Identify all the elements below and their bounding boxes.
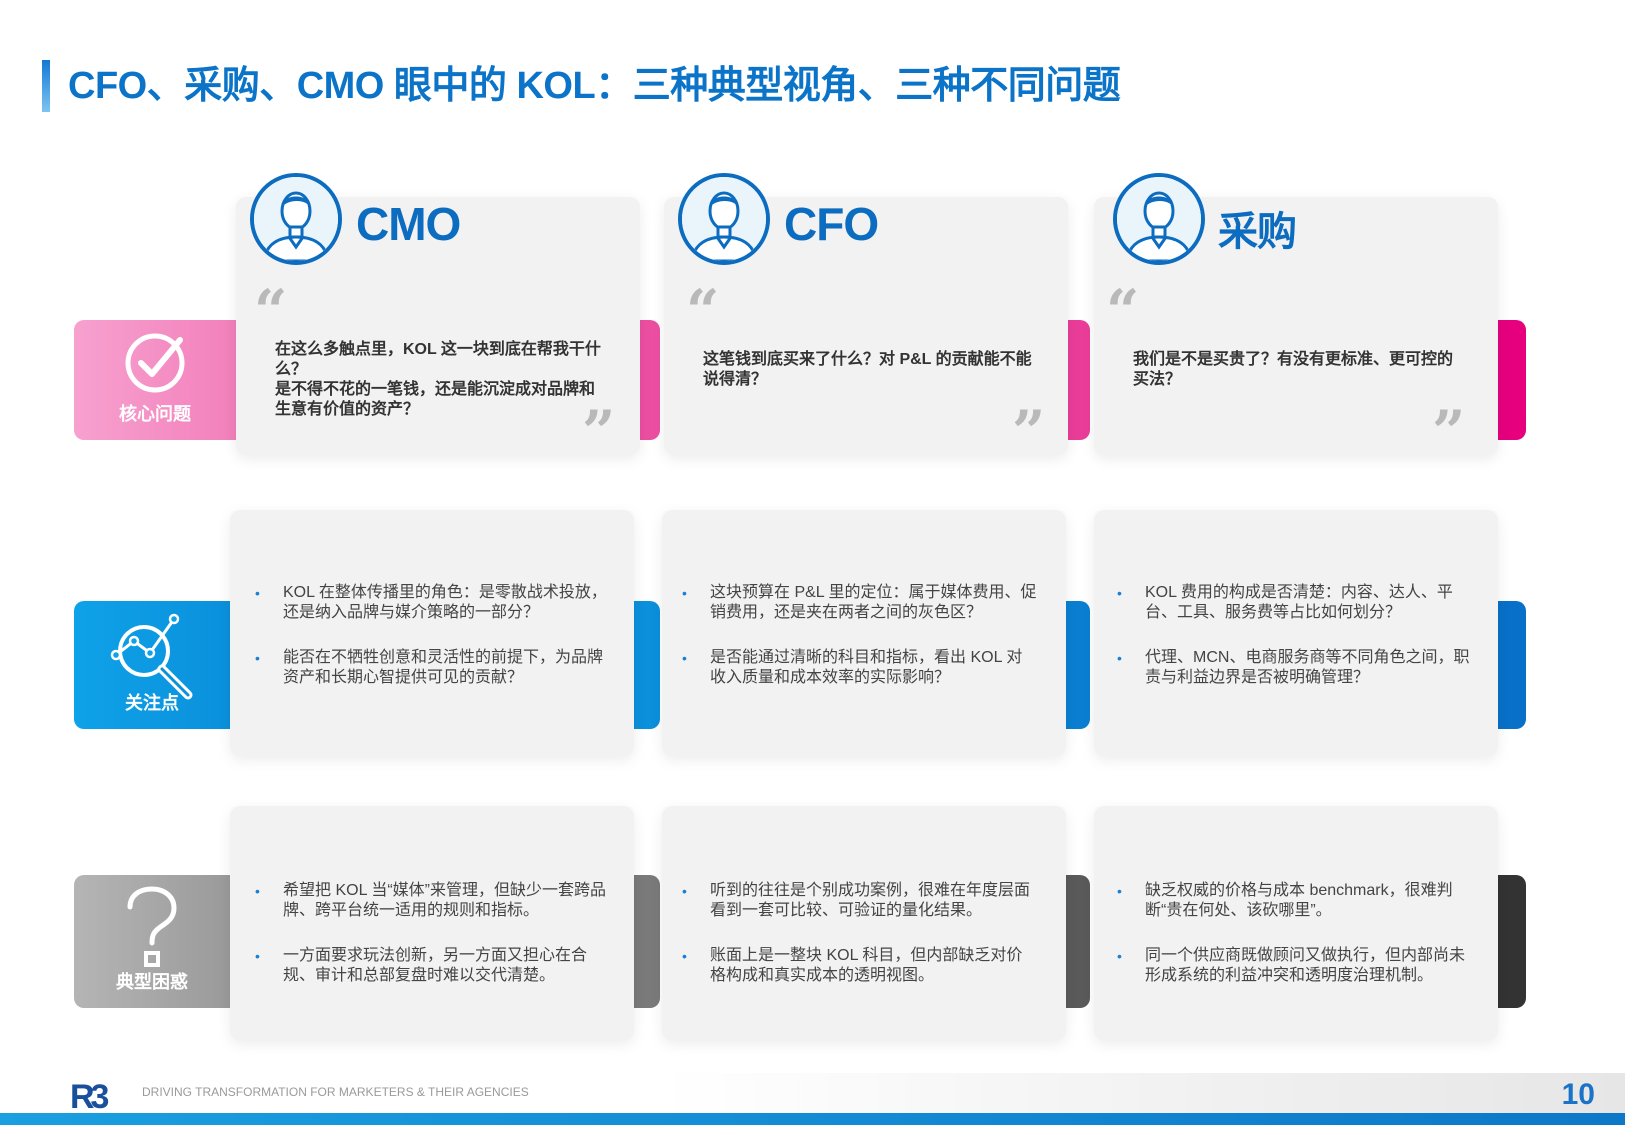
footer-band [660, 1073, 1625, 1113]
confusion-card-cmo [230, 806, 634, 1040]
bullet-icon: • [1117, 883, 1122, 899]
bullet-icon: • [255, 585, 260, 601]
footer-accent-line [0, 1113, 1625, 1125]
focus-card-procurement [1094, 510, 1498, 756]
bullet-icon: • [682, 883, 687, 899]
bullet-icon: • [1117, 585, 1122, 601]
confusion-cmo-2: 一方面要求玩法创新，另一方面又担心在合规、审计和总部复盘时难以交代清楚。 [283, 947, 588, 984]
list-item: • 一方面要求玩法创新，另一方面又担心在合规、审计和总部复盘时难以交代清楚。 [255, 946, 615, 986]
checkmark-circle-icon [125, 333, 185, 393]
core-question-procurement: 我们是不是买贵了？有没有更标准、更可控的买法？ [1133, 351, 1454, 388]
r3-logo: R3 [70, 1078, 113, 1112]
title-accent-bar [42, 60, 50, 112]
row-label-core: 核心问题 [74, 320, 236, 440]
person-avatar-icon [1113, 173, 1205, 265]
page-number: 10 [1561, 1078, 1595, 1111]
focus-cmo-1: KOL 在整体传播里的角色：是零散战术投放，还是纳入品牌与媒介策略的一部分？ [283, 584, 607, 621]
bullet-icon: • [682, 948, 687, 964]
list-item: • 缺乏权威的价格与成本 benchmark，很难判断“贵在何处、该砍哪里”。 [1117, 881, 1477, 921]
confusion-list-cmo: • 希望把 KOL 当“媒体”来管理，但缺少一套跨品牌、跨平台统一适用的规则和指标… [255, 881, 615, 1011]
bullet-icon: • [1117, 948, 1122, 964]
bullet-icon: • [255, 948, 260, 964]
focus-procurement-2: 代理、MCN、电商服务商等不同角色之间，职责与利益边界是否被明确管理？ [1145, 649, 1470, 686]
bullet-icon: • [682, 585, 687, 601]
focus-list-procurement: • KOL 费用的构成是否清楚：内容、达人、平台、工具、服务费等占比如何划分？ •… [1117, 583, 1472, 713]
bullet-icon: • [1117, 650, 1122, 666]
focus-cmo-2: 能否在不牺牲创意和灵活性的前提下，为品牌资产和长期心智提供可见的贡献？ [283, 649, 604, 686]
close-quote-icon: ” [582, 398, 616, 466]
open-quote-icon: “ [254, 277, 288, 345]
list-item: • 账面上是一整块 KOL 科目，但内部缺乏对价格构成和真实成本的透明视图。 [682, 946, 1037, 986]
logo-text: R3 [70, 1078, 109, 1112]
list-item: • 是否能通过清晰的科目和指标，看出 KOL 对收入质量和成本效率的实际影响？ [682, 648, 1037, 688]
confusion-procurement-2: 同一个供应商既做顾问又做执行，但内部尚未形成系统的利益冲突和透明度治理机制。 [1145, 947, 1466, 984]
confusion-list-procurement: • 缺乏权威的价格与成本 benchmark，很难判断“贵在何处、该砍哪里”。 •… [1117, 881, 1477, 1011]
open-quote-icon: “ [686, 277, 720, 345]
row-label-focus-text: 关注点 [125, 693, 179, 713]
role-title-procurement: 采购 [1218, 210, 1297, 254]
row-label-focus: 关注点 [74, 601, 230, 729]
confusion-cfo-2: 账面上是一整块 KOL 科目，但内部缺乏对价格构成和真实成本的透明视图。 [710, 947, 1023, 984]
magnifier-chart-icon [110, 613, 193, 700]
list-item: • 听到的往往是个别成功案例，很难在年度层面看到一套可比较、可验证的量化结果。 [682, 881, 1037, 921]
row-label-confusion: 典型困惑 [74, 875, 230, 1008]
page-title: CFO、采购、CMO 眼中的 KOL：三种典型视角、三种不同问题 [68, 65, 1121, 107]
confusion-cmo-1: 希望把 KOL 当“媒体”来管理，但缺少一套跨品牌、跨平台统一适用的规则和指标。 [283, 882, 606, 919]
person-avatar-icon [678, 173, 770, 265]
tab-focus-1 [630, 601, 660, 729]
role-title-cfo: CFO [784, 198, 879, 250]
core-question-cfo: 这笔钱到底买来了什么？对 P&L 的贡献能不能说得清？ [703, 351, 1032, 388]
row-label-core-text: 核心问题 [119, 404, 191, 424]
bullet-icon: • [255, 883, 260, 899]
bullet-icon: • [682, 650, 687, 666]
confusion-card-procurement [1094, 806, 1498, 1040]
person-avatar-icon [250, 173, 342, 265]
core-question-cmo: 在这么多触点里，KOL 这一块到底在帮我干什么？ 是不得不花的一笔钱，还是能沉淀… [275, 341, 601, 418]
bullet-icon: • [255, 650, 260, 666]
focus-card-cfo [662, 510, 1066, 756]
focus-list-cmo: •KOL 在整体传播里的角色：是零散战术投放，还是纳入品牌与媒介策略的一部分？ … [255, 583, 610, 713]
focus-card-cmo [230, 510, 634, 756]
confusion-card-cfo [662, 806, 1066, 1040]
question-mark-icon [127, 886, 177, 967]
list-item: • KOL 在整体传播里的角色：是零散战术投放，还是纳入品牌与媒介策略的一部分？ [255, 583, 610, 623]
list-item: • 这块预算在 P&L 里的定位：属于媒体费用、促销费用，还是夹在两者之间的灰色区… [682, 583, 1037, 623]
open-quote-icon: “ [1106, 277, 1140, 345]
list-item: • 希望把 KOL 当“媒体”来管理，但缺少一套跨品牌、跨平台统一适用的规则和指标… [255, 881, 615, 921]
list-item: • KOL 费用的构成是否清楚：内容、达人、平台、工具、服务费等占比如何划分？ [1117, 583, 1472, 623]
focus-list-cfo: • 这块预算在 P&L 里的定位：属于媒体费用、促销费用，还是夹在两者之间的灰色区… [682, 583, 1037, 713]
list-item: • 代理、MCN、电商服务商等不同角色之间，职责与利益边界是否被明确管理？ [1117, 648, 1472, 688]
close-quote-icon: ” [1012, 398, 1046, 466]
list-item: • 同一个供应商既做顾问又做执行，但内部尚未形成系统的利益冲突和透明度治理机制。 [1117, 946, 1477, 986]
row-label-confusion-text: 典型困惑 [116, 972, 188, 992]
confusion-list-cfo: • 听到的往往是个别成功案例，很难在年度层面看到一套可比较、可验证的量化结果。 •… [682, 881, 1037, 1011]
focus-procurement-1: KOL 费用的构成是否清楚：内容、达人、平台、工具、服务费等占比如何划分？ [1145, 584, 1453, 621]
footer-tagline: DRIVING TRANSFORMATION FOR MARKETERS & T… [142, 1085, 529, 1099]
list-item: • 能否在不牺牲创意和灵活性的前提下，为品牌资产和长期心智提供可见的贡献？ [255, 648, 610, 688]
confusion-cfo-1: 听到的往往是个别成功案例，很难在年度层面看到一套可比较、可验证的量化结果。 [710, 882, 1031, 919]
focus-cfo-2: 是否能通过清晰的科目和指标，看出 KOL 对收入质量和成本效率的实际影响？ [710, 649, 1023, 686]
tab-confusion-1 [630, 875, 660, 1008]
role-title-cmo: CMO [356, 198, 461, 250]
close-quote-icon: ” [1432, 398, 1466, 466]
confusion-procurement-1: 缺乏权威的价格与成本 benchmark，很难判断“贵在何处、该砍哪里”。 [1145, 882, 1453, 919]
focus-cfo-1: 这块预算在 P&L 里的定位：属于媒体费用、促销费用，还是夹在两者之间的灰色区？ [710, 584, 1037, 621]
